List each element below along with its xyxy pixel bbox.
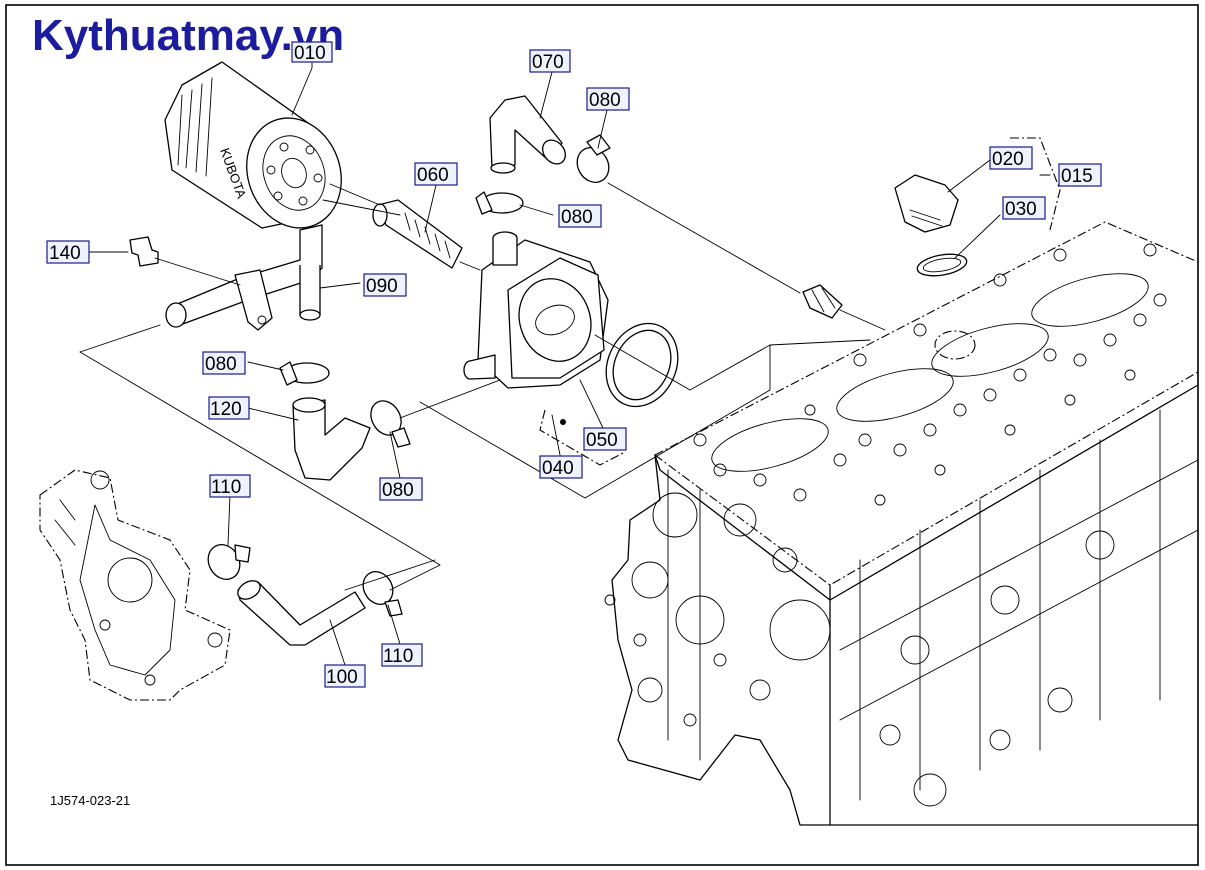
callout-020: 020: [989, 146, 1033, 170]
engine-block: [604, 221, 1199, 826]
callout-140: 140: [46, 240, 90, 264]
svg-text:050: 050: [586, 430, 618, 451]
callout-120: 120: [208, 396, 250, 420]
callout-100: 100: [324, 664, 366, 688]
clamp-110-right: [362, 571, 403, 617]
clamp-110-left: [207, 544, 251, 580]
plug-140: [129, 236, 159, 267]
leader-lines: [79, 59, 1051, 666]
clamp-080-mid: [475, 191, 524, 215]
o-ring-050: [605, 322, 679, 408]
clamp-080-top: [576, 134, 611, 183]
hose-120: [292, 397, 371, 481]
svg-text:080: 080: [589, 90, 621, 111]
callout-080-mid: 080: [558, 204, 602, 228]
callout-015: 015: [1058, 163, 1102, 187]
oil-cooler: [463, 231, 626, 466]
svg-text:015: 015: [1061, 166, 1093, 187]
callout-090: 090: [363, 273, 407, 297]
filler-cap-020: [894, 174, 959, 233]
svg-text:060: 060: [417, 165, 449, 186]
callout-030: 030: [1002, 196, 1046, 220]
svg-text:090: 090: [366, 276, 398, 297]
group-bracket-015: [1010, 137, 1061, 231]
callout-050: 050: [583, 427, 627, 451]
pipe-090: [165, 224, 323, 331]
block-connector: [802, 284, 843, 319]
callout-070: 070: [529, 49, 571, 73]
svg-text:110: 110: [383, 646, 413, 667]
callout-010: 010: [291, 41, 333, 64]
callout-110-left: 110: [209, 474, 251, 498]
o-ring-030: [916, 253, 968, 277]
hose-070: [489, 95, 566, 174]
oil-filter: KUBOTA: [164, 61, 342, 229]
svg-text:120: 120: [210, 399, 242, 420]
svg-text:010: 010: [294, 43, 326, 64]
callout-060: 060: [414, 162, 458, 186]
svg-text:070: 070: [532, 52, 564, 73]
drawing-code: 1J574-023-21: [50, 793, 130, 808]
fitting-060: [372, 199, 463, 269]
callout-080-left: 080: [202, 351, 246, 375]
water-pump-housing: [39, 469, 231, 701]
svg-text:140: 140: [49, 243, 81, 264]
svg-text:110: 110: [211, 477, 241, 498]
svg-text:080: 080: [561, 207, 593, 228]
svg-text:080: 080: [205, 354, 237, 375]
clamp-080-left: [279, 361, 330, 386]
clamp-080-bottom: [370, 400, 411, 448]
hose-100: [237, 580, 366, 646]
svg-text:040: 040: [542, 458, 574, 479]
callout-080-bottom: 080: [379, 477, 423, 501]
svg-text:020: 020: [992, 149, 1024, 170]
callout-080-top: 080: [586, 87, 630, 111]
callout-040: 040: [539, 455, 583, 479]
callout-110-right: 110: [381, 643, 423, 667]
svg-text:030: 030: [1005, 199, 1037, 220]
svg-text:100: 100: [326, 667, 358, 688]
svg-text:080: 080: [382, 480, 414, 501]
drawing-frame: [5, 4, 1199, 866]
